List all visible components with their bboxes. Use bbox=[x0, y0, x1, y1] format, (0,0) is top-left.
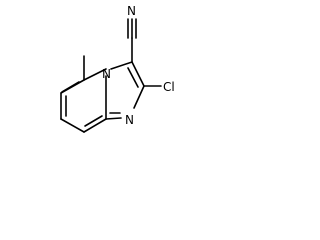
bond-n1-c8a bbox=[105, 117, 122, 120]
bond-c8-c8a-inner bbox=[84, 115, 103, 127]
bond-c2-n1 bbox=[133, 85, 145, 109]
bond-n4-c3 bbox=[110, 61, 133, 70]
bond-c3-c2 bbox=[131, 61, 145, 87]
bond-c5-methyl-double bbox=[61, 81, 80, 93]
molecule-structure: N N N Cl bbox=[60, 4, 175, 133]
atom-label-imidazole-n: N bbox=[125, 113, 134, 127]
bond-c3-c2-inner bbox=[127, 67, 139, 88]
atom-label-chlorine: Cl bbox=[163, 80, 175, 94]
atom-label-bridgehead-n: N bbox=[102, 67, 111, 81]
bond-c5-n4 bbox=[83, 68, 107, 81]
bond-c8-c8a bbox=[83, 118, 107, 133]
atom-label-nitrile-n: N bbox=[127, 4, 136, 18]
bond-c7-c8 bbox=[60, 118, 85, 133]
